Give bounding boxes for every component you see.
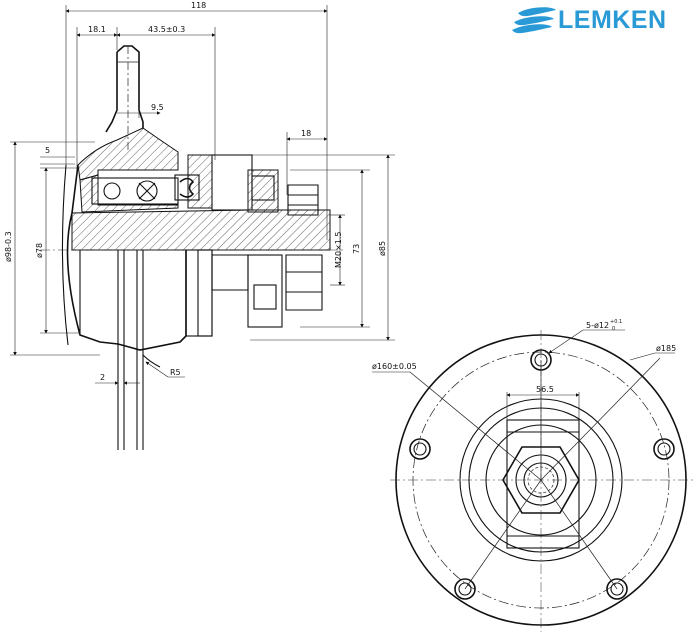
dim-73: 73 xyxy=(290,169,370,328)
dim-98-label: ø98-0.3 xyxy=(4,231,13,262)
bolt-holes xyxy=(409,349,675,600)
dim-thread: M20×1.5 xyxy=(330,214,345,286)
dim-2-label: 2 xyxy=(100,373,105,382)
dim-118-label: 118 xyxy=(191,1,206,10)
dim-43-5: 43.5±0.3 xyxy=(116,25,216,160)
dim-118: 118 xyxy=(65,1,328,240)
dim-18: 18 xyxy=(286,129,328,195)
dim-18-1: 18.1 xyxy=(76,25,118,170)
outer-diameter-label: ø185 xyxy=(656,344,676,353)
lemken-logo: LEMKEN xyxy=(512,6,667,34)
dim-2: 2 xyxy=(95,373,140,385)
holes-tol-label: +0.1 xyxy=(610,319,622,325)
dim-r5-label: R5 xyxy=(170,368,181,377)
dim-43-5-label: 43.5±0.3 xyxy=(148,25,185,34)
dim-78-label: ø78 xyxy=(35,243,44,258)
left-seal-outline xyxy=(61,164,79,346)
brand-name: LEMKEN xyxy=(558,6,667,34)
side-section-view: 118 18.1 43.5±0.3 9.5 xyxy=(4,1,395,450)
dim-85-label: ø85 xyxy=(378,241,387,256)
front-view: 5-ø12 +0.1 0 ø185 ø160±0.05 56.5 xyxy=(372,319,695,632)
dim-18-label: 18 xyxy=(301,129,311,138)
blade-arm xyxy=(105,45,144,150)
dim-r5: R5 xyxy=(145,361,185,378)
dim-thread-label: M20×1.5 xyxy=(334,231,343,268)
dim-73-label: 73 xyxy=(352,244,361,254)
dim-9-5-label: 9.5 xyxy=(151,103,164,112)
bolt-circle-label: ø160±0.05 xyxy=(372,362,417,371)
holes-tol2-label: 0 xyxy=(612,326,615,332)
dim-98: ø98-0.3 xyxy=(4,141,100,356)
dim-85: ø85 xyxy=(215,154,395,341)
hub-lower-outline xyxy=(66,212,213,450)
dim-78: ø78 xyxy=(35,167,80,334)
dim-5: 5 xyxy=(40,146,75,165)
width-label: 56.5 xyxy=(536,385,554,394)
callout-160: ø160±0.05 xyxy=(372,362,417,373)
hub-housing xyxy=(77,127,213,213)
lemken-swoosh-icon xyxy=(512,7,556,34)
shaft xyxy=(40,209,345,251)
dim-9-5: 9.5 xyxy=(117,103,164,118)
dim-18-1-label: 18.1 xyxy=(88,25,106,34)
holes-label: 5-ø12 xyxy=(586,321,609,330)
callout-185: ø185 xyxy=(629,344,676,361)
dim-5-label: 5 xyxy=(45,146,50,155)
callout-holes: 5-ø12 +0.1 0 xyxy=(548,319,625,354)
bearing xyxy=(91,174,200,205)
square-block xyxy=(506,419,580,549)
dim-56-5: 56.5 xyxy=(506,385,580,420)
